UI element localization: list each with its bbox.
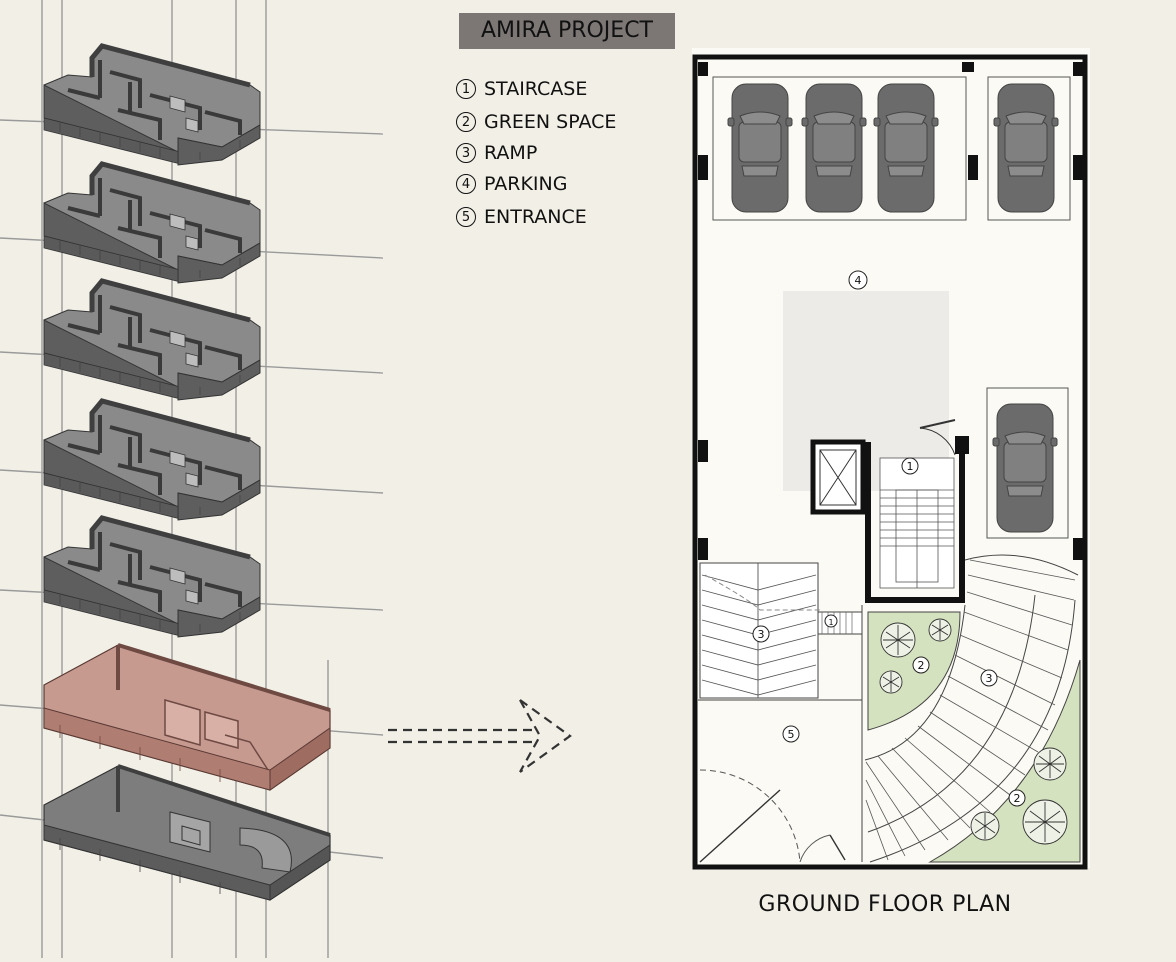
legend-label: PARKING — [484, 173, 568, 195]
marker-green-1-num: 2 — [918, 659, 925, 672]
legend-number: 1 — [456, 78, 476, 99]
legend-item-ramp: 3 RAMP — [456, 138, 616, 168]
floor-4 — [44, 164, 260, 283]
floor-3 — [44, 281, 260, 400]
project-title: AMIRA PROJECT — [459, 13, 675, 49]
marker-green-2 — [1008, 789, 1026, 807]
marker-staircase-small — [824, 614, 838, 628]
marker-parking-num: 4 — [855, 274, 862, 287]
floor-5 — [44, 46, 260, 165]
legend-label: GREEN SPACE — [484, 110, 617, 133]
marker-green-1 — [912, 656, 930, 674]
floor-1 — [44, 518, 260, 637]
marker-ramp-curved-num: 3 — [986, 672, 993, 685]
marker-ramp-left-num: 3 — [758, 628, 765, 641]
marker-staircase-small-num: 1 — [828, 618, 833, 627]
legend-label: STAIRCASE — [484, 77, 588, 100]
legend: 1 STAIRCASE 2 GREEN SPACE 3 RAMP 4 PARKING 5… — [456, 72, 616, 233]
marker-parking — [848, 270, 868, 290]
marker-ramp-curved — [980, 669, 998, 687]
direction-arrow — [388, 699, 572, 773]
legend-number: 3 — [456, 143, 476, 163]
legend-number: 2 — [456, 111, 476, 132]
legend-item-staircase: 1 STAIRCASE — [456, 72, 616, 105]
legend-label: RAMP — [484, 142, 538, 164]
marker-staircase-num: 1 — [907, 460, 914, 473]
marker-entrance — [782, 725, 800, 743]
legend-label: ENTRANCE — [484, 205, 587, 228]
basement-floor — [43, 764, 331, 901]
legend-item-parking: 4 PARKING — [456, 168, 616, 200]
marker-green-2-num: 2 — [1014, 792, 1021, 805]
marker-ramp-left — [752, 625, 770, 643]
plan-title: GROUND FLOOR PLAN — [758, 892, 1012, 917]
legend-item-entrance: 5 ENTRANCE — [456, 200, 616, 233]
legend-item-green-space: 2 GREEN SPACE — [456, 105, 616, 138]
marker-staircase — [901, 457, 919, 475]
ground-floor-highlighted — [43, 643, 331, 791]
legend-number: 5 — [456, 206, 476, 227]
car-icon — [727, 83, 1059, 533]
legend-number: 4 — [456, 174, 476, 194]
ground-floor-plan: 4 1 1 3 3 2 2 5 — [692, 48, 1090, 870]
marker-entrance-num: 5 — [788, 728, 795, 741]
tree-icon — [879, 618, 1068, 845]
floor-2 — [44, 401, 260, 520]
